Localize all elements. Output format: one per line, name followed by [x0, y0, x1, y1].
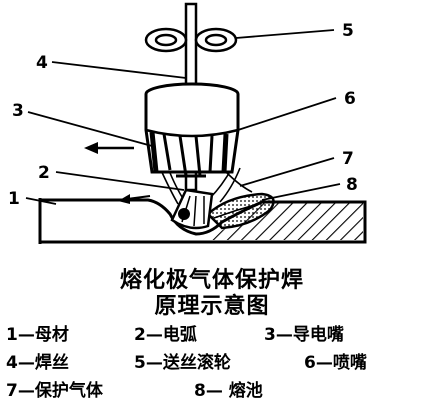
legend-item-feed-rollers: 5—送丝滚轮 — [134, 353, 231, 373]
legend-item-nozzle: 6—喷嘴 — [304, 353, 367, 373]
callout-numbers: 1 2 3 4 5 6 7 8 — [8, 21, 358, 209]
callout-7: 7 — [342, 149, 354, 169]
legend-item-wire: 4—焊丝 — [6, 353, 69, 373]
legend-row: 4—焊丝 5—送丝滚轮 6—喷嘴 — [6, 348, 422, 373]
welding-diagram: 1 2 3 4 5 6 7 8 — [8, 2, 367, 244]
legend-item-weld-pool: 8— 熔池 — [194, 381, 263, 401]
feed-rollers — [144, 27, 238, 53]
callout-5: 5 — [342, 21, 354, 41]
travel-direction-arrow — [84, 142, 151, 204]
callout-1: 1 — [8, 189, 20, 209]
callout-4: 4 — [36, 53, 48, 73]
legend-item-shielding-gas: 7—保护气体 — [6, 381, 103, 401]
arc — [170, 188, 214, 230]
diagram-title-line2: 原理示意图 — [154, 294, 270, 319]
callout-8: 8 — [346, 175, 358, 195]
legend-item-arc: 2—电弧 — [134, 325, 197, 345]
callout-2: 2 — [38, 163, 50, 183]
legend-item-base-metal: 1—母材 — [6, 325, 69, 345]
callout-3: 3 — [12, 101, 24, 121]
legend-row: 7—保护气体 8— 熔池 — [6, 376, 422, 401]
nozzle — [144, 82, 240, 178]
legend-item-contact-tip: 3—导电嘴 — [264, 325, 344, 345]
callout-6: 6 — [344, 89, 356, 109]
diagram-title-line1: 熔化极气体保护焊 — [119, 268, 304, 293]
leader-lines — [25, 29, 341, 205]
legend-row: 1—母材 2—电弧 3—导电嘴 — [6, 320, 422, 345]
weld-pool — [206, 192, 275, 230]
